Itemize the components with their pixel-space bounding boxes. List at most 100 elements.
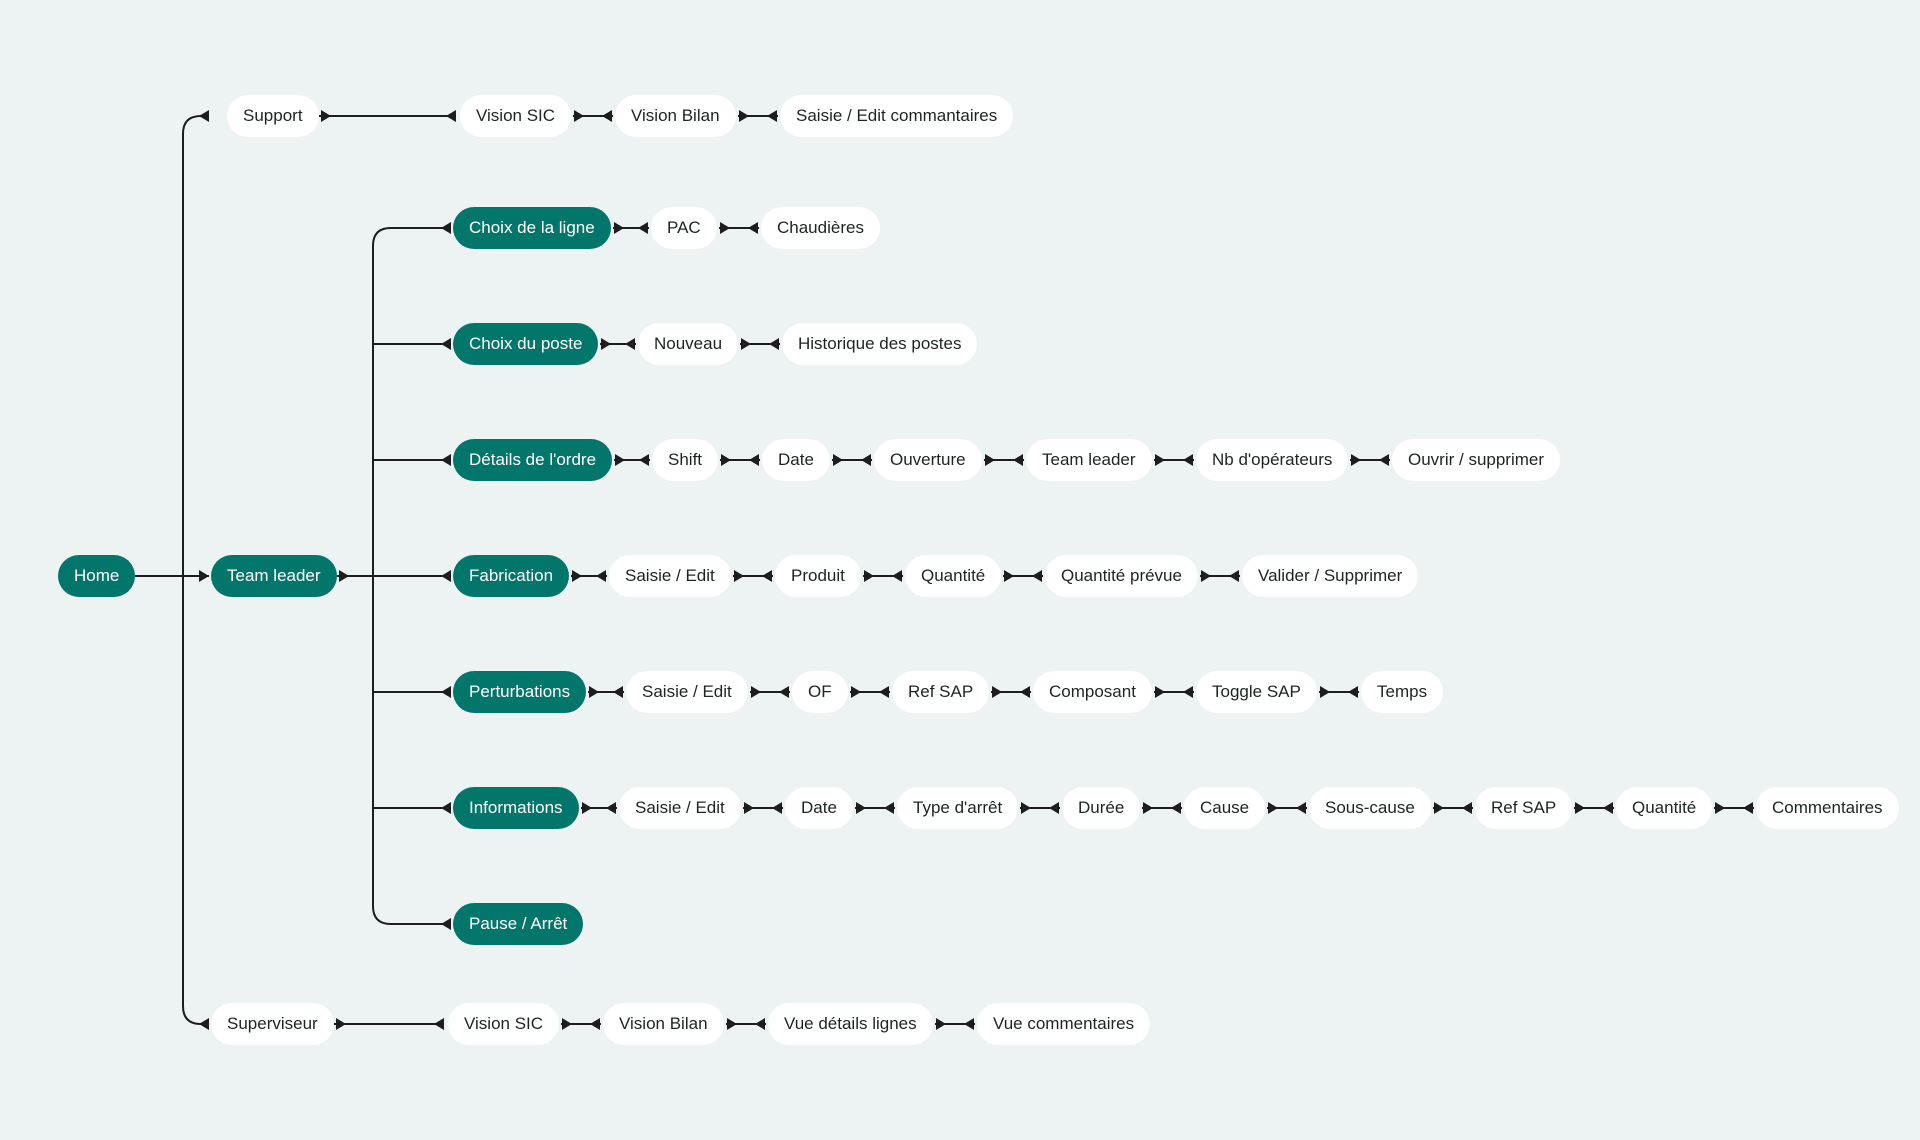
team-leader-informations[interactable]: Informations xyxy=(453,787,579,829)
perturbations-item-ref-sap[interactable]: Ref SAP xyxy=(892,671,990,713)
informations-item-ref-sap[interactable]: Ref SAP xyxy=(1475,787,1573,829)
details-de-l-ordre-item-ouverture[interactable]: Ouverture xyxy=(874,439,982,481)
team-leader-node[interactable]: Team leader xyxy=(211,555,337,597)
choix-de-la-ligne-item-pac[interactable]: PAC xyxy=(651,207,717,249)
arrow-right-icon xyxy=(1021,802,1031,814)
arrow-right-icon xyxy=(1201,570,1211,582)
arrow-left-icon xyxy=(1348,686,1358,698)
arrow-left-icon xyxy=(446,110,456,122)
perturbations-item-of[interactable]: OF xyxy=(792,671,848,713)
perturbations-item-toggle-sap[interactable]: Toggle SAP xyxy=(1196,671,1317,713)
home-node[interactable]: Home xyxy=(58,555,136,597)
team-leader-choix-de-la-ligne[interactable]: Choix de la ligne xyxy=(453,207,611,249)
arrow-right-icon xyxy=(1434,802,1444,814)
perturbations-item-saisie-edit[interactable]: Saisie / Edit xyxy=(626,671,748,713)
arrow-left-icon xyxy=(861,454,871,466)
arrow-left-icon xyxy=(879,686,889,698)
details-de-l-ordre-item-nb-d-operateurs[interactable]: Nb d'opérateurs xyxy=(1196,439,1349,481)
arrow-right-icon xyxy=(1004,570,1014,582)
informations-item-cause[interactable]: Cause xyxy=(1184,787,1266,829)
arrow-left-icon xyxy=(1462,802,1472,814)
superviseur-item-vue-commentaires[interactable]: Vue commentaires xyxy=(977,1003,1151,1045)
arrow-left-icon xyxy=(606,802,616,814)
arrow-left-icon xyxy=(1049,802,1059,814)
arrow-left-icon xyxy=(779,686,789,698)
informations-item-quantite[interactable]: Quantité xyxy=(1616,787,1713,829)
arrow-left-icon xyxy=(769,338,779,350)
arrow-left-icon xyxy=(199,110,209,122)
support-node[interactable]: Support xyxy=(227,95,319,137)
fabrication-item-saisie-edit[interactable]: Saisie / Edit xyxy=(609,555,731,597)
superviseur-item-vision-bilan[interactable]: Vision Bilan xyxy=(603,1003,724,1045)
arrow-left-icon xyxy=(755,1018,765,1030)
arrow-right-icon xyxy=(582,802,592,814)
arrow-right-icon xyxy=(1143,802,1153,814)
choix-du-poste-item-historique-des-postes[interactable]: Historique des postes xyxy=(782,323,978,365)
arrow-right-icon xyxy=(734,570,744,582)
team-leader-fabrication[interactable]: Fabrication xyxy=(453,555,570,597)
arrow-left-icon xyxy=(884,802,894,814)
superviseur-item-vision-sic[interactable]: Vision SIC xyxy=(448,1003,560,1045)
arrow-right-icon xyxy=(744,802,754,814)
arrow-right-icon xyxy=(572,570,582,582)
arrow-left-icon xyxy=(1296,802,1306,814)
support-item-vision-sic[interactable]: Vision SIC xyxy=(460,95,572,137)
choix-de-la-ligne-item-chaudieres[interactable]: Chaudières xyxy=(761,207,880,249)
arrow-right-icon xyxy=(833,454,843,466)
arrow-right-icon xyxy=(851,686,861,698)
superviseur-node[interactable]: Superviseur xyxy=(211,1003,334,1045)
fabrication-item-quantite[interactable]: Quantité xyxy=(905,555,1002,597)
arrow-left-icon xyxy=(199,1018,209,1030)
team-leader-choix-du-poste[interactable]: Choix du poste xyxy=(453,323,599,365)
arrow-left-icon xyxy=(767,110,777,122)
informations-item-sous-cause[interactable]: Sous-cause xyxy=(1309,787,1431,829)
arrow-left-icon xyxy=(441,222,451,234)
arrow-right-icon xyxy=(992,686,1002,698)
informations-item-duree[interactable]: Durée xyxy=(1062,787,1141,829)
arrow-left-icon xyxy=(613,686,623,698)
arrow-left-icon xyxy=(1183,454,1193,466)
arrow-right-icon xyxy=(741,338,751,350)
informations-item-type-d-arret[interactable]: Type d'arrêt xyxy=(897,787,1019,829)
arrow-right-icon xyxy=(601,338,611,350)
level1-trunk xyxy=(182,115,209,1025)
arrow-right-icon xyxy=(1575,802,1585,814)
details-de-l-ordre-item-shift[interactable]: Shift xyxy=(652,439,719,481)
choix-du-poste-item-nouveau[interactable]: Nouveau xyxy=(638,323,739,365)
arrow-left-icon xyxy=(1379,454,1389,466)
arrow-left-icon xyxy=(1013,454,1023,466)
superviseur-item-vue-details-lignes[interactable]: Vue détails lignes xyxy=(768,1003,933,1045)
arrow-right-icon xyxy=(336,1018,346,1030)
arrow-right-icon xyxy=(739,110,749,122)
arrow-right-icon xyxy=(936,1018,946,1030)
arrow-right-icon xyxy=(864,570,874,582)
team-leader-pause-arret[interactable]: Pause / Arrêt xyxy=(453,903,584,945)
arrow-right-icon xyxy=(321,110,331,122)
arrow-left-icon xyxy=(639,454,649,466)
informations-item-date[interactable]: Date xyxy=(785,787,853,829)
arrow-left-icon xyxy=(596,570,606,582)
informations-item-saisie-edit[interactable]: Saisie / Edit xyxy=(619,787,741,829)
arrow-left-icon xyxy=(441,570,451,582)
fabrication-item-quantite-prevue[interactable]: Quantité prévue xyxy=(1045,555,1198,597)
arrow-left-icon xyxy=(434,1018,444,1030)
informations-item-commentaires[interactable]: Commentaires xyxy=(1756,787,1899,829)
arrow-left-icon xyxy=(441,686,451,698)
arrow-right-icon xyxy=(1320,686,1330,698)
arrow-left-icon xyxy=(964,1018,974,1030)
team-leader-perturbations[interactable]: Perturbations xyxy=(453,671,587,713)
arrow-right-icon xyxy=(1351,454,1361,466)
perturbations-item-temps[interactable]: Temps xyxy=(1361,671,1444,713)
fabrication-item-produit[interactable]: Produit xyxy=(775,555,861,597)
fabrication-item-valider-supprimer[interactable]: Valider / Supprimer xyxy=(1242,555,1419,597)
details-de-l-ordre-item-ouvrir-supprimer[interactable]: Ouvrir / supprimer xyxy=(1392,439,1561,481)
perturbations-item-composant[interactable]: Composant xyxy=(1033,671,1152,713)
details-de-l-ordre-item-date[interactable]: Date xyxy=(762,439,830,481)
details-de-l-ordre-item-team-leader[interactable]: Team leader xyxy=(1026,439,1152,481)
support-item-saisie-edit-commantaires[interactable]: Saisie / Edit commantaires xyxy=(780,95,1014,137)
arrow-right-icon xyxy=(1268,802,1278,814)
team-leader-details-de-l-ordre[interactable]: Détails de l'ordre xyxy=(453,439,613,481)
support-item-vision-bilan[interactable]: Vision Bilan xyxy=(615,95,736,137)
